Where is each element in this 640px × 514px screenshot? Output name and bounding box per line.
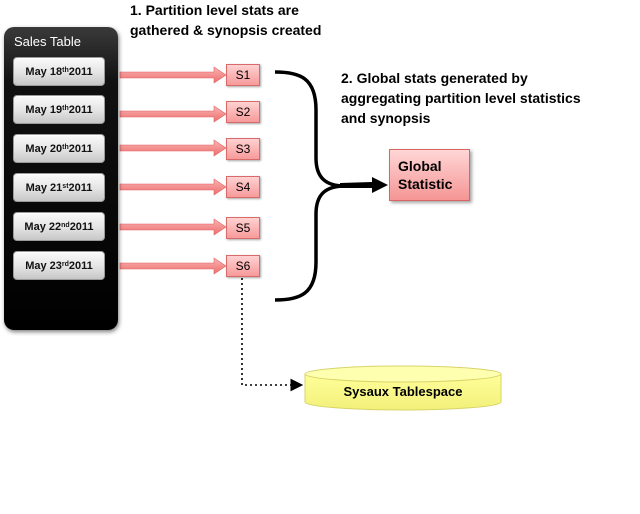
synopsis-storage-connector	[241, 278, 304, 392]
partition-date: May 22	[24, 220, 62, 233]
global-statistic-box: Global Statistic	[389, 149, 470, 201]
synopsis-s6: S6	[226, 255, 260, 277]
partition-suffix: th	[62, 67, 69, 74]
partition-suffix: th	[62, 105, 69, 112]
arrow-s1	[119, 66, 227, 84]
synopsis-s5: S5	[226, 217, 260, 239]
step-2-caption: 2. Global stats generated by aggregating…	[341, 70, 581, 126]
synopsis-s1: S1	[226, 64, 260, 86]
arrow-s6	[119, 257, 227, 275]
synopsis-s4: S4	[226, 176, 260, 198]
synopsis-s2: S2	[226, 101, 260, 123]
partition-year: 2011	[68, 181, 93, 194]
partition-suffix: nd	[61, 222, 70, 229]
partition-year: 2011	[68, 65, 93, 78]
partition-year: 2011	[68, 142, 93, 155]
sysaux-tablespace-label: Sysaux Tablespace	[343, 383, 463, 399]
partition-date: May 23	[25, 259, 62, 272]
partition-date: May 21	[25, 181, 63, 194]
partition-suffix: rd	[61, 261, 69, 268]
partition-date: May 18	[25, 65, 63, 78]
arrow-s2	[119, 105, 227, 123]
arrow-s4	[119, 178, 227, 196]
synopsis-s3: S3	[226, 138, 260, 160]
aggregation-brace	[274, 70, 346, 302]
step-1-caption: 1. Partition level stats are gathered & …	[130, 2, 322, 38]
partition-arrows	[119, 66, 227, 275]
partition-year: 2011	[68, 103, 93, 116]
partition-date: May 20	[25, 142, 63, 155]
global-label-line2: Statistic	[398, 176, 453, 192]
partition-suffix: st	[62, 183, 69, 190]
arrow-s5	[119, 218, 227, 236]
sales-table-title: Sales Table	[14, 34, 81, 49]
partition-year: 2011	[69, 220, 94, 233]
aggregation-arrow	[340, 177, 388, 193]
partition-date: May 19	[25, 103, 63, 116]
arrow-s3	[119, 139, 227, 157]
partition-year: 2011	[68, 259, 93, 272]
global-label-line1: Global	[398, 158, 442, 174]
partition-suffix: th	[62, 144, 69, 151]
sysaux-cylinder-icon	[304, 365, 502, 411]
